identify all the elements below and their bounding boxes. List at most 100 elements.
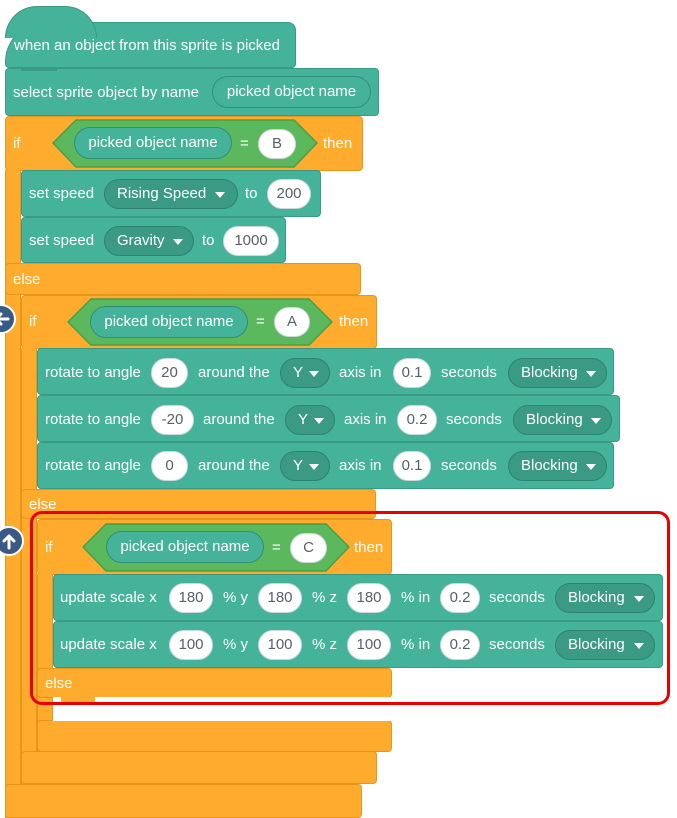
- highlight-box: [30, 511, 670, 705]
- percent-y-label: % y: [223, 636, 249, 653]
- rotate-label: rotate to angle: [45, 411, 141, 428]
- chevron-down-icon: [634, 643, 644, 649]
- to-label: to: [202, 232, 215, 249]
- chevron-down-icon: [634, 596, 644, 602]
- picked-object-name-reporter[interactable]: picked object name: [106, 531, 264, 563]
- compare-value-input[interactable]: A: [274, 307, 310, 337]
- seconds-label: seconds: [441, 364, 497, 381]
- axis-in-label: axis in: [344, 411, 387, 428]
- rotate-label: rotate to angle: [45, 457, 141, 474]
- hat-cap: [5, 6, 97, 38]
- blocking-dropdown[interactable]: Blocking: [508, 358, 607, 388]
- dropdown-value: Blocking: [526, 411, 583, 428]
- blocking-dropdown[interactable]: Blocking: [555, 583, 655, 613]
- speed-type-dropdown[interactable]: Gravity: [104, 226, 194, 256]
- seconds-input[interactable]: 0.2: [397, 405, 437, 435]
- scale-z-input[interactable]: 100: [347, 630, 391, 660]
- blocking-dropdown[interactable]: Blocking: [508, 451, 607, 481]
- if-block-1-else-bar: [5, 263, 361, 295]
- compare-value-input[interactable]: C: [290, 533, 327, 563]
- seconds-input[interactable]: 0.2: [440, 583, 480, 613]
- seconds-label: seconds: [489, 589, 545, 606]
- speed-value-input[interactable]: 1000: [223, 226, 279, 256]
- scale-x-input[interactable]: 100: [169, 630, 213, 660]
- chevron-down-icon: [309, 371, 319, 377]
- angle-input[interactable]: 20: [151, 358, 188, 388]
- then-label: then: [323, 135, 353, 152]
- equals-operator: =: [240, 135, 249, 152]
- picked-object-name-reporter[interactable]: picked object name: [74, 127, 232, 159]
- select-sprite-label: select sprite object by name: [13, 84, 199, 101]
- dropdown-value: Blocking: [568, 636, 625, 653]
- block-notch: [21, 68, 57, 71]
- scale-y-input[interactable]: 180: [258, 583, 302, 613]
- dropdown-value: Blocking: [521, 457, 578, 474]
- equals-operator: =: [272, 539, 281, 556]
- angle-input[interactable]: 0: [151, 451, 188, 481]
- seconds-label: seconds: [489, 636, 545, 653]
- else-label: else: [45, 675, 73, 692]
- percent-in-label: % in: [401, 589, 431, 606]
- compare-value-input[interactable]: B: [258, 129, 296, 159]
- scale-y-input[interactable]: 100: [258, 630, 302, 660]
- percent-y-label: % y: [223, 589, 249, 606]
- update-scale-label: update scale x: [60, 636, 157, 653]
- chevron-down-icon: [173, 239, 183, 245]
- seconds-input[interactable]: 0.1: [393, 358, 431, 388]
- if-block-2-else-bar: [21, 489, 376, 519]
- set-speed-label: set speed: [29, 232, 95, 249]
- dropdown-value: Y: [293, 364, 304, 381]
- if-block-2-arm: [21, 348, 37, 784]
- chevron-down-icon: [314, 418, 324, 424]
- seconds-input[interactable]: 0.1: [393, 451, 431, 481]
- seconds-input[interactable]: 0.2: [440, 630, 480, 660]
- speed-type-dropdown[interactable]: Rising Speed: [104, 179, 238, 209]
- blocking-dropdown[interactable]: Blocking: [513, 405, 612, 435]
- if-block-1-arm: [5, 170, 21, 818]
- percent-in-label: % in: [401, 636, 431, 653]
- hat-label: when an object from this sprite is picke…: [14, 37, 280, 54]
- picked-object-name-reporter[interactable]: picked object name: [212, 76, 371, 108]
- blocking-dropdown[interactable]: Blocking: [555, 630, 655, 660]
- equals-operator: =: [256, 313, 265, 330]
- set-speed-label: set speed: [29, 185, 95, 202]
- to-label: to: [245, 185, 258, 202]
- chevron-down-icon: [586, 371, 596, 377]
- then-label: then: [354, 539, 384, 556]
- chevron-down-icon: [591, 418, 601, 424]
- if-2-label: if: [29, 313, 37, 330]
- percent-z-label: % z: [312, 589, 338, 606]
- if-block-3-arm: [37, 574, 53, 751]
- scale-x-input[interactable]: 180: [169, 583, 213, 613]
- chevron-down-icon: [586, 464, 596, 470]
- scale-z-input[interactable]: 180: [347, 583, 391, 613]
- chevron-down-icon: [215, 192, 225, 198]
- dropdown-value: Y: [298, 411, 309, 428]
- axis-in-label: axis in: [339, 364, 382, 381]
- around-label: around the: [203, 411, 275, 428]
- dropdown-value: Rising Speed: [117, 185, 207, 202]
- dropdown-value: Blocking: [568, 589, 625, 606]
- if-block-3-empty-notch: [61, 697, 95, 705]
- if-block-2-bottom: [21, 751, 377, 784]
- if-block-1-bottom: [5, 784, 362, 818]
- percent-z-label: % z: [312, 636, 338, 653]
- arrow-up-icon: [2, 534, 16, 550]
- if-3-label: if: [45, 539, 53, 556]
- speed-value-input[interactable]: 200: [267, 179, 311, 209]
- angle-input[interactable]: -20: [151, 405, 194, 435]
- picked-object-name-reporter[interactable]: picked object name: [90, 306, 248, 338]
- axis-dropdown[interactable]: Y: [285, 405, 335, 435]
- dropdown-value: Blocking: [521, 364, 578, 381]
- if-block-3-empty-else: [53, 697, 392, 721]
- seconds-label: seconds: [441, 457, 497, 474]
- around-label: around the: [198, 457, 270, 474]
- around-label: around the: [198, 364, 270, 381]
- axis-dropdown[interactable]: Y: [280, 358, 330, 388]
- axis-dropdown[interactable]: Y: [280, 451, 330, 481]
- chevron-down-icon: [309, 464, 319, 470]
- dropdown-value: Y: [293, 457, 304, 474]
- if-1-label: if: [13, 135, 21, 152]
- if-block-3-bottom: [37, 720, 392, 752]
- else-label: else: [29, 496, 57, 513]
